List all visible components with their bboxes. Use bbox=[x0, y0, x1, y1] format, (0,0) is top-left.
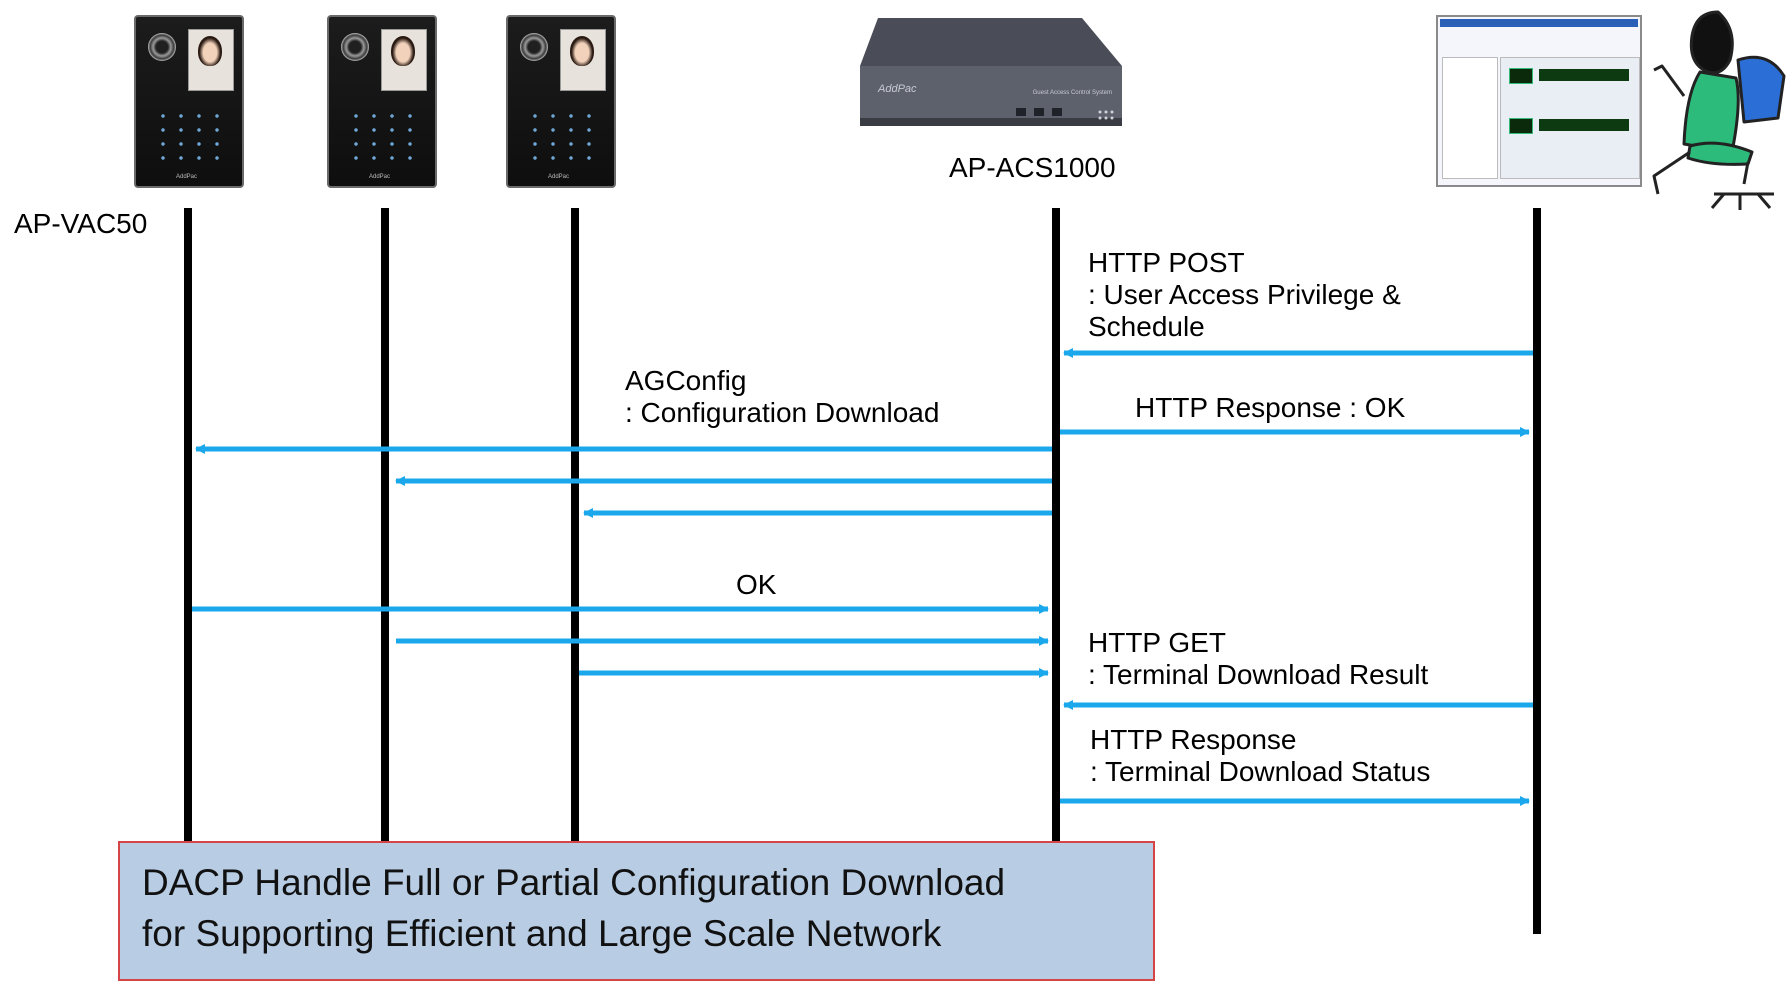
camera-icon bbox=[520, 33, 548, 61]
callout-box: DACP Handle Full or Partial Configuratio… bbox=[118, 841, 1155, 981]
msg-agconfig: AGConfig: Configuration Download bbox=[625, 365, 940, 428]
msg-http-get: HTTP GET: Terminal Download Result bbox=[1088, 627, 1429, 690]
user-photo bbox=[391, 36, 415, 66]
msg-http-post: HTTP POST: User Access Privilege &Schedu… bbox=[1088, 247, 1401, 342]
lifeline-terminal-3 bbox=[571, 208, 579, 843]
controller-label: AP-ACS1000 bbox=[949, 152, 1116, 183]
msg-ok: OK bbox=[736, 569, 777, 600]
msg-http-response-ok: HTTP Response : OK bbox=[1135, 392, 1406, 423]
callout-line-1: DACP Handle Full or Partial Configuratio… bbox=[142, 862, 1006, 903]
terminal-device-2: AddPac bbox=[327, 15, 437, 188]
lifeline-manager bbox=[1533, 208, 1541, 934]
lifeline-terminal-1 bbox=[184, 208, 192, 843]
camera-icon bbox=[341, 33, 369, 61]
terminal-brand: AddPac bbox=[369, 174, 391, 180]
terminal-screen bbox=[560, 29, 606, 91]
msg-http-response-status: HTTP Response: Terminal Download Status bbox=[1090, 724, 1431, 787]
terminal-brand: AddPac bbox=[548, 174, 570, 180]
camera-icon bbox=[148, 33, 176, 61]
terminal-device-3: AddPac bbox=[506, 15, 616, 188]
keypad-icon bbox=[154, 109, 226, 167]
controller-face-text: AddPac bbox=[877, 83, 917, 95]
management-pc-screen bbox=[1436, 15, 1642, 187]
message-arrows bbox=[192, 348, 1533, 806]
terminal-brand: AddPac bbox=[176, 174, 198, 180]
terminal-screen bbox=[188, 29, 234, 91]
terminal-screen bbox=[381, 29, 427, 91]
callout-line-2: for Supporting Efficient and Large Scale… bbox=[142, 913, 942, 954]
user-photo bbox=[198, 36, 222, 66]
lifeline-controller bbox=[1052, 208, 1060, 843]
terminal-label: AP-VAC50 bbox=[14, 208, 148, 239]
controller-front-text: Guest Access Control System bbox=[1033, 90, 1112, 96]
lifeline-terminal-2 bbox=[381, 208, 389, 843]
window-titlebar bbox=[1440, 19, 1638, 27]
keypad-icon bbox=[347, 109, 419, 167]
terminal-device-1: AddPac bbox=[134, 15, 244, 188]
controller-device-image: AddPac Guest Access Control System bbox=[860, 18, 1122, 126]
keypad-icon bbox=[526, 109, 598, 167]
content-panel bbox=[1500, 57, 1640, 179]
tree-panel bbox=[1442, 57, 1498, 179]
administrator-icon bbox=[1652, 10, 1786, 210]
user-photo bbox=[570, 36, 594, 66]
